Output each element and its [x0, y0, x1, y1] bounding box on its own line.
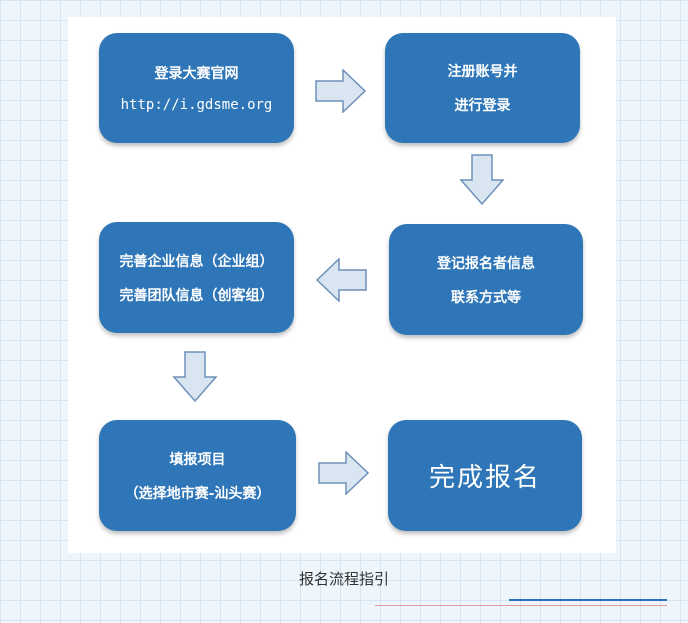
step-info-line-2: 完善团队信息（创客组） [119, 287, 274, 304]
step-register: 注册账号并 进行登录 [385, 33, 580, 143]
step-register-line-1: 注册账号并 [447, 64, 518, 80]
step-contact-line-2: 联系方式等 [451, 289, 521, 306]
step-contact-line-1: 登记报名者信息 [437, 255, 535, 272]
step-login: 登录大赛官网 http://i.gdsme.org [99, 33, 294, 143]
step-info: 完善企业信息（企业组） 完善团队信息（创客组） [99, 222, 294, 333]
step-login-title: 登录大赛官网 [154, 66, 239, 82]
step-login-url: http://i.gdsme.org [120, 97, 273, 113]
left-arrow-icon [315, 258, 367, 302]
down-arrow-icon [172, 351, 218, 403]
step-project: 填报项目 （选择地市赛-汕头赛） [99, 420, 296, 531]
diagram-caption: 报名流程指引 [298, 570, 389, 588]
divider-line [375, 605, 667, 606]
step-project-line-2: （选择地市赛-汕头赛） [124, 485, 271, 502]
down-arrow-icon [459, 154, 505, 206]
step-register-line-2: 进行登录 [454, 98, 511, 114]
right-arrow-icon [315, 69, 367, 113]
step-done: 完成报名 [388, 420, 582, 531]
step-done-label: 完成报名 [428, 463, 541, 493]
step-info-line-1: 完善企业信息（企业组） [119, 253, 274, 270]
right-arrow-icon [318, 451, 370, 495]
step-contact: 登记报名者信息 联系方式等 [389, 224, 583, 335]
step-project-line-1: 填报项目 [169, 451, 226, 468]
divider-accent [509, 599, 667, 601]
